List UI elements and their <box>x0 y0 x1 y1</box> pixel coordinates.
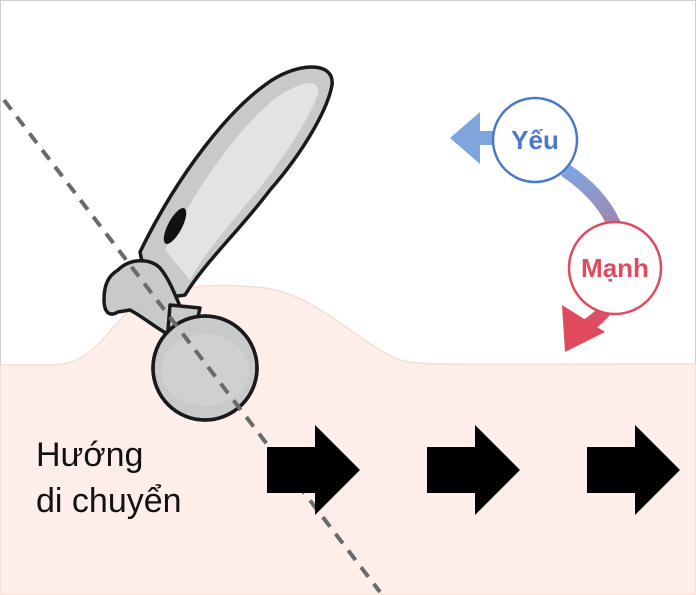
movement-arrow-1 <box>267 425 360 515</box>
strong-label: Mạnh <box>581 253 649 283</box>
weak-label: Yếu <box>511 125 559 155</box>
right-arrow-icon <box>427 425 520 515</box>
strong-circle <box>567 220 663 316</box>
roller-handle-highlight <box>165 83 319 280</box>
roller-ball-shadow <box>161 334 249 406</box>
roller-ball-rim <box>151 314 259 422</box>
weak-arrowhead <box>450 112 480 164</box>
right-arrow-icon <box>587 425 680 515</box>
roller-handle-slot <box>163 208 187 244</box>
caption-line-2: di chuyển <box>36 482 182 520</box>
movement-direction-caption: Hướng di chuyển <box>36 432 182 524</box>
movement-arrow-3 <box>587 425 680 515</box>
roller-neck <box>102 259 187 340</box>
weak-circle <box>491 96 579 184</box>
caption-line-1: Hướng <box>36 436 144 474</box>
facial-roller-icon <box>102 65 334 422</box>
movement-arrow-2 <box>427 425 520 515</box>
right-arrow-icon <box>267 425 360 515</box>
strong-arrowhead <box>562 305 605 352</box>
